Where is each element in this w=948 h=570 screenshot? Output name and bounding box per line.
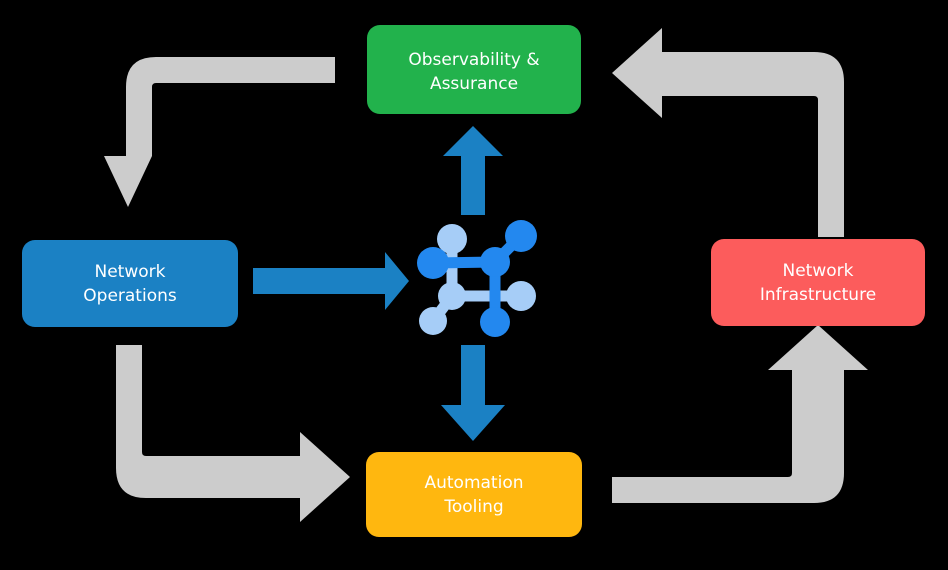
box-network-operations-label-line2: Operations (83, 286, 177, 306)
box-network-operations-rect[interactable] (22, 240, 238, 327)
box-network-infrastructure[interactable]: Network Infrastructure (711, 239, 925, 326)
blue-arrow-operations-to-core (253, 252, 409, 310)
box-observability-label-line2: Assurance (430, 74, 518, 94)
box-automation-tooling-rect[interactable] (366, 452, 582, 537)
box-network-infrastructure-rect[interactable] (711, 239, 925, 326)
box-network-infrastructure-label-line2: Infrastructure (760, 285, 876, 305)
grey-arrow-automation-to-infrastructure (612, 325, 868, 503)
box-automation-tooling-label-line1: Automation (424, 473, 523, 493)
grey-arrow-infrastructure-to-observability (612, 28, 844, 237)
network-topology-icon (417, 220, 537, 337)
box-network-operations[interactable]: Network Operations (22, 240, 238, 327)
box-automation-tooling[interactable]: Automation Tooling (366, 452, 582, 537)
blue-arrow-core-to-automation (441, 345, 505, 441)
grey-arrow-operations-to-automation (116, 345, 350, 522)
box-network-operations-label-line1: Network (95, 262, 166, 282)
blue-arrow-core-to-observability (443, 126, 503, 215)
topology-nodes-dark (417, 220, 537, 337)
box-observability-assurance[interactable]: Observability & Assurance (367, 25, 581, 114)
box-observability-rect[interactable] (367, 25, 581, 114)
box-automation-tooling-label-line2: Tooling (443, 497, 503, 517)
box-network-infrastructure-label-line1: Network (783, 261, 854, 281)
grey-arrow-observability-to-operations (104, 57, 335, 207)
topology-nodes-light (419, 224, 536, 335)
box-observability-label-line1: Observability & (408, 50, 539, 70)
